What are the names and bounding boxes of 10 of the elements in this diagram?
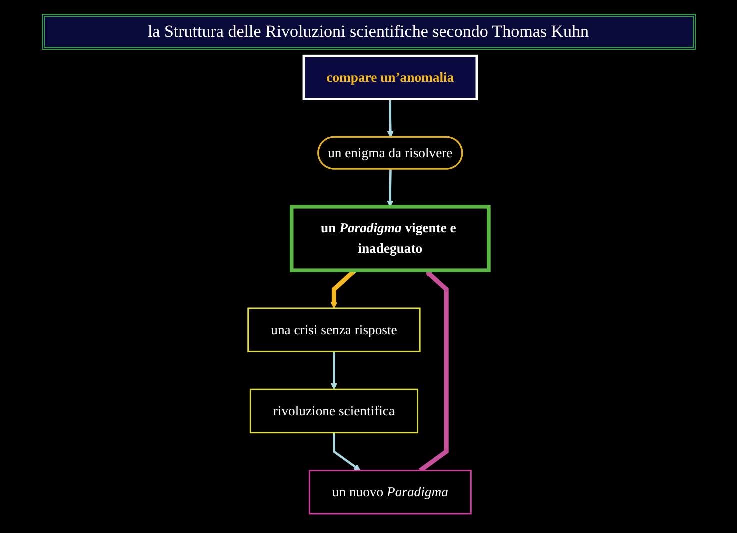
arrow xyxy=(386,169,394,208)
title: la Struttura delle Rivoluzioni scientifiche secondo Thomas Kuhn xyxy=(42,14,696,50)
arrow xyxy=(387,99,394,138)
node-box: un nuovo Paradigma xyxy=(308,470,472,515)
node-box: rivoluzione scientifica xyxy=(250,388,418,434)
arrow xyxy=(330,352,338,390)
node-box: un Paradigma vigente e inadeguato xyxy=(290,205,491,272)
node-box: compare un’anomalia xyxy=(302,54,478,100)
node-box: una crisi senza risposte xyxy=(247,308,421,352)
arrow xyxy=(332,432,361,472)
